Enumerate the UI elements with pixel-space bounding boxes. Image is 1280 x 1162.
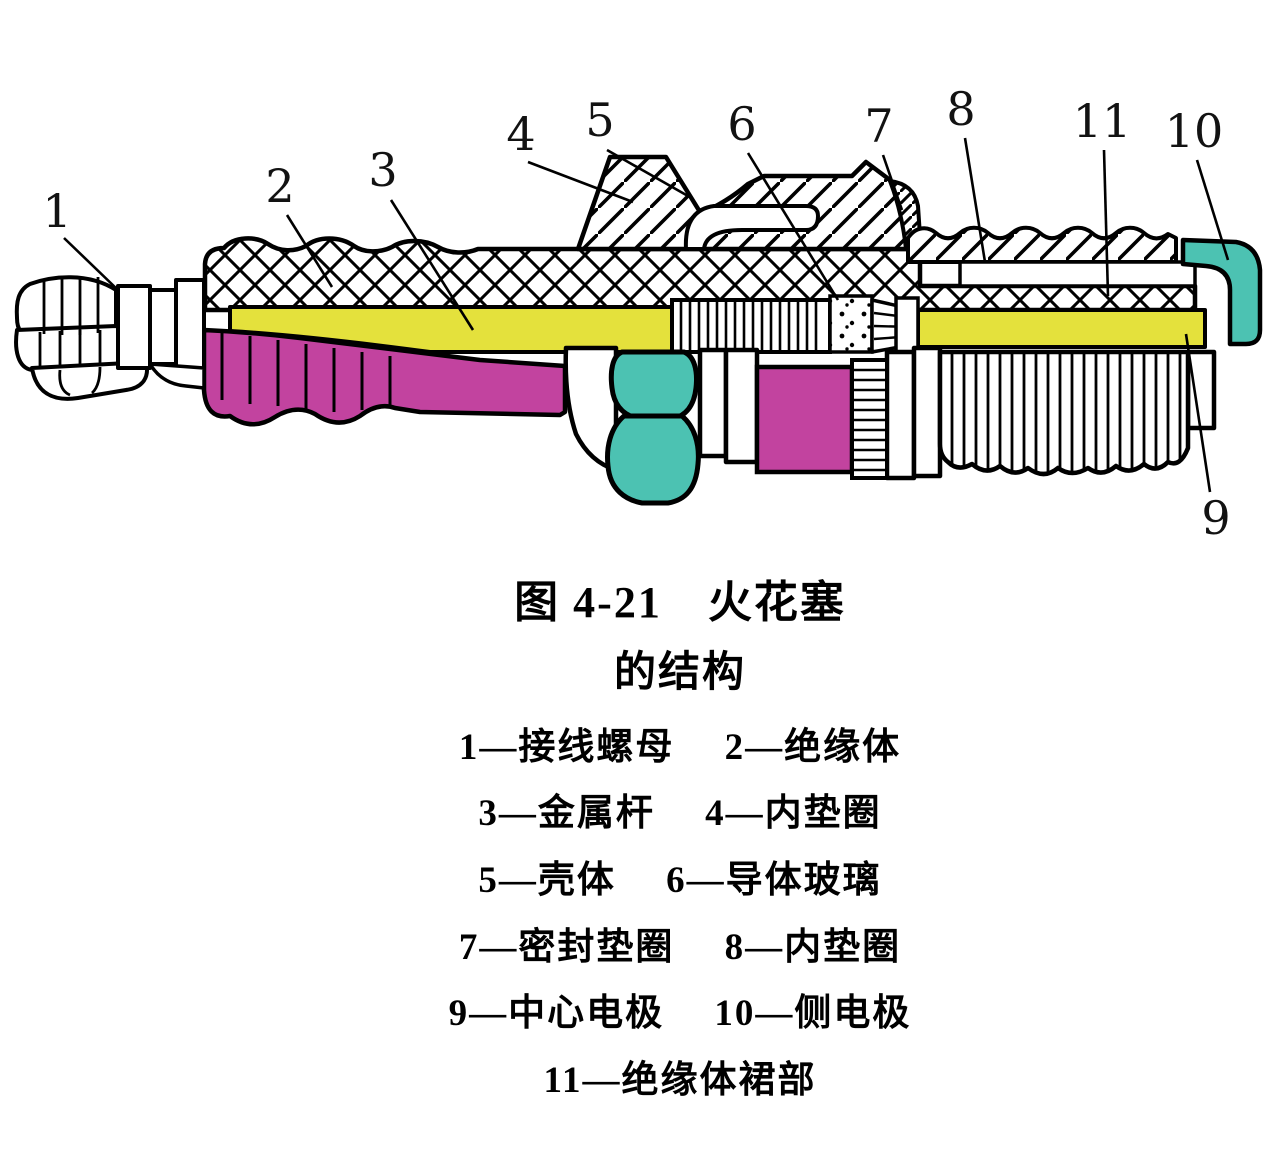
shell-lower-body xyxy=(563,345,1217,481)
figure-title-line1: 图 4-21 火花塞 xyxy=(514,578,846,627)
figure-title-line2: 的结构 xyxy=(613,650,746,696)
thread-skirt xyxy=(937,349,1191,477)
legend-line-3: 5—壳体 6—导体玻璃 xyxy=(478,860,882,901)
legend-line-6: 11—绝缘体裙部 xyxy=(543,1060,817,1101)
callout-6: 6 xyxy=(727,97,756,151)
shell-hatched xyxy=(575,154,1197,288)
insulator-lower-magenta xyxy=(201,327,568,427)
center-electrode-yellow xyxy=(916,308,1207,349)
callout-2: 2 xyxy=(265,159,294,213)
legend-line-5: 9—中心电极 10—侧电极 xyxy=(448,993,912,1034)
callout-5: 5 xyxy=(585,93,614,147)
conductor-glass-teal xyxy=(605,349,701,506)
terminal-neck xyxy=(116,278,206,390)
legend-line-4: 7—密封垫圈 8—内垫圈 xyxy=(458,927,902,968)
legend-line-2: 3—金属杆 4—内垫圈 xyxy=(478,793,882,834)
side-electrode-teal xyxy=(1180,237,1263,347)
rod-thread-section xyxy=(670,294,920,356)
callout-4: 4 xyxy=(506,107,535,161)
callout-numbers: 1 2 3 4 5 6 7 8 11 10 9 xyxy=(42,82,1230,545)
ribbed-washer-stack xyxy=(850,358,889,480)
inner-gasket-band xyxy=(958,260,1197,288)
spark-plug-diagram: 1 2 3 4 5 6 7 8 11 10 9 xyxy=(14,82,1263,545)
callout-8: 8 xyxy=(946,82,975,136)
callout-3: 3 xyxy=(368,143,397,197)
callout-7: 7 xyxy=(864,99,893,153)
callout-1: 1 xyxy=(42,184,71,238)
lower-seal-magenta xyxy=(754,364,855,475)
callout-10: 10 xyxy=(1165,104,1224,158)
callout-leaders xyxy=(63,137,1230,493)
legend-line-1: 1—接线螺母 2—绝缘体 xyxy=(458,727,902,768)
callout-9: 9 xyxy=(1201,491,1230,545)
conductor-glass-stipple xyxy=(828,294,874,354)
insulator-body-crosshatch xyxy=(202,236,1198,313)
callout-11: 11 xyxy=(1073,94,1132,148)
inner-gasket-channel xyxy=(683,204,820,251)
shell-thread-band xyxy=(906,225,1178,264)
